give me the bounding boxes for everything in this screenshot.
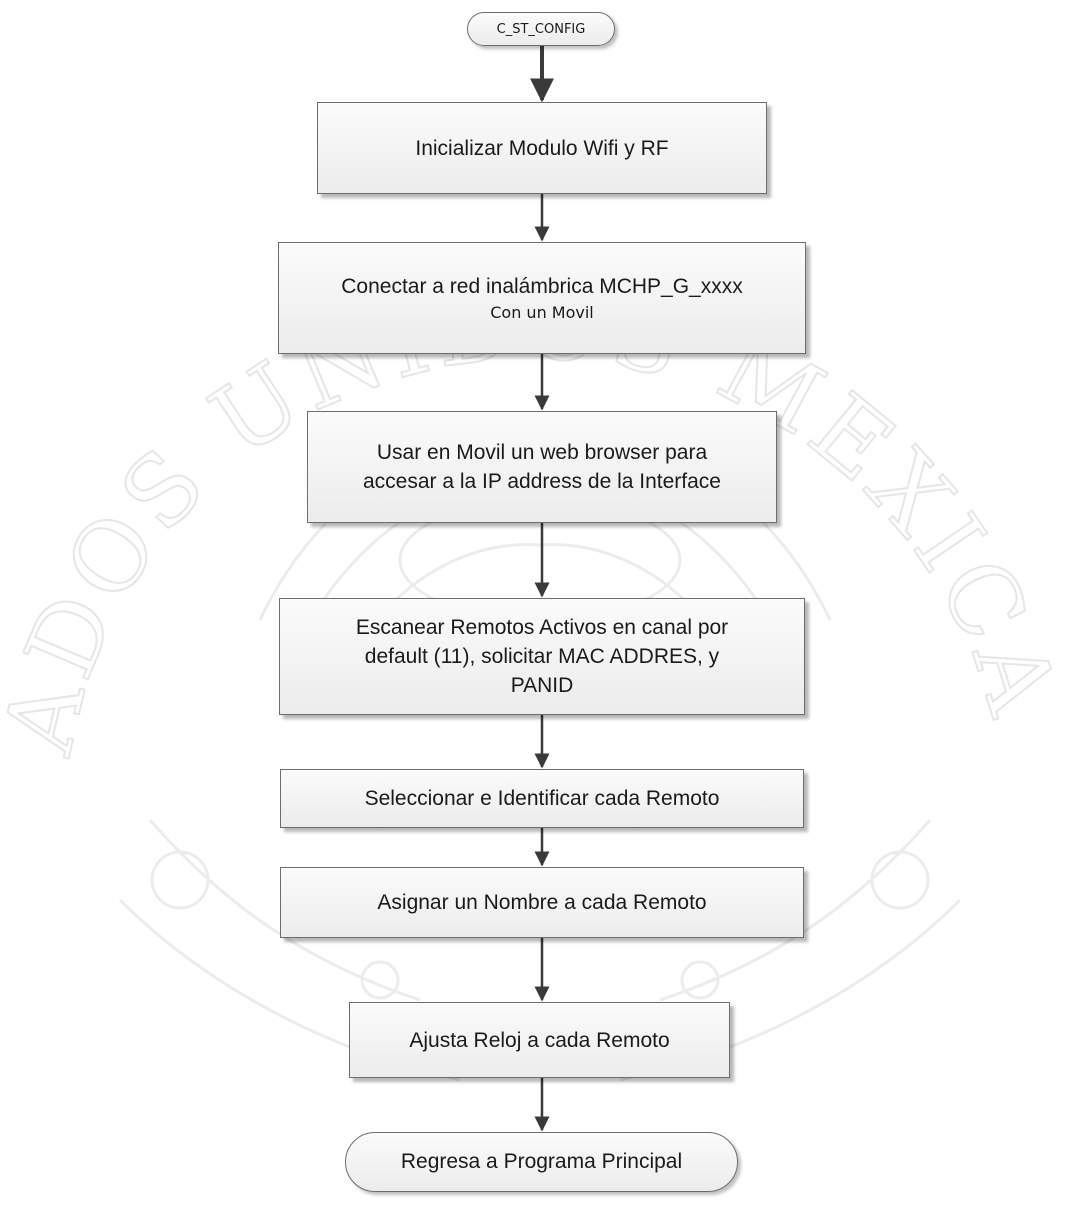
step-6-text: Asignar un Nombre a cada Remoto: [377, 891, 707, 914]
step-4-text-line-3: PANID: [510, 674, 574, 697]
step-2-subtext: Con un Movil: [490, 302, 594, 322]
process-step-scan-remotes: Escanear Remotos Activos en canal por de…: [279, 598, 805, 715]
process-step-set-clock: Ajusta Reloj a cada Remoto: [349, 1002, 730, 1078]
process-step-connect-network: Conectar a red inalámbrica MCHP_G_xxxx C…: [278, 242, 806, 354]
step-2-text: Conectar a red inalámbrica MCHP_G_xxxx: [341, 274, 743, 298]
process-step-init-wifi-rf: Inicializar Modulo Wifi y RF: [317, 102, 767, 194]
process-step-name-remotes: Asignar un Nombre a cada Remoto: [280, 867, 804, 938]
step-3-text-line-1: Usar en Movil un web browser para: [376, 441, 708, 464]
step-4-text-line-2: default (11), solicitar MAC ADDRES, y: [364, 645, 720, 668]
step-1-text: Inicializar Modulo Wifi y RF: [415, 136, 669, 160]
start-label: C_ST_CONFIG: [496, 21, 586, 37]
start-terminator: C_ST_CONFIG: [467, 12, 615, 46]
process-step-select-remotes: Seleccionar e Identificar cada Remoto: [280, 769, 804, 828]
step-4-text-line-1: Escanear Remotos Activos en canal por: [355, 616, 729, 639]
step-7-text: Ajusta Reloj a cada Remoto: [409, 1028, 670, 1052]
end-label: Regresa a Programa Principal: [400, 1150, 683, 1173]
end-terminator: Regresa a Programa Principal: [345, 1132, 738, 1192]
step-5-text: Seleccionar e Identificar cada Remoto: [364, 787, 720, 810]
process-step-open-web-browser: Usar en Movil un web browser para accesa…: [307, 411, 777, 523]
step-3-text-line-2: accesar a la IP address de la Interface: [363, 470, 721, 493]
